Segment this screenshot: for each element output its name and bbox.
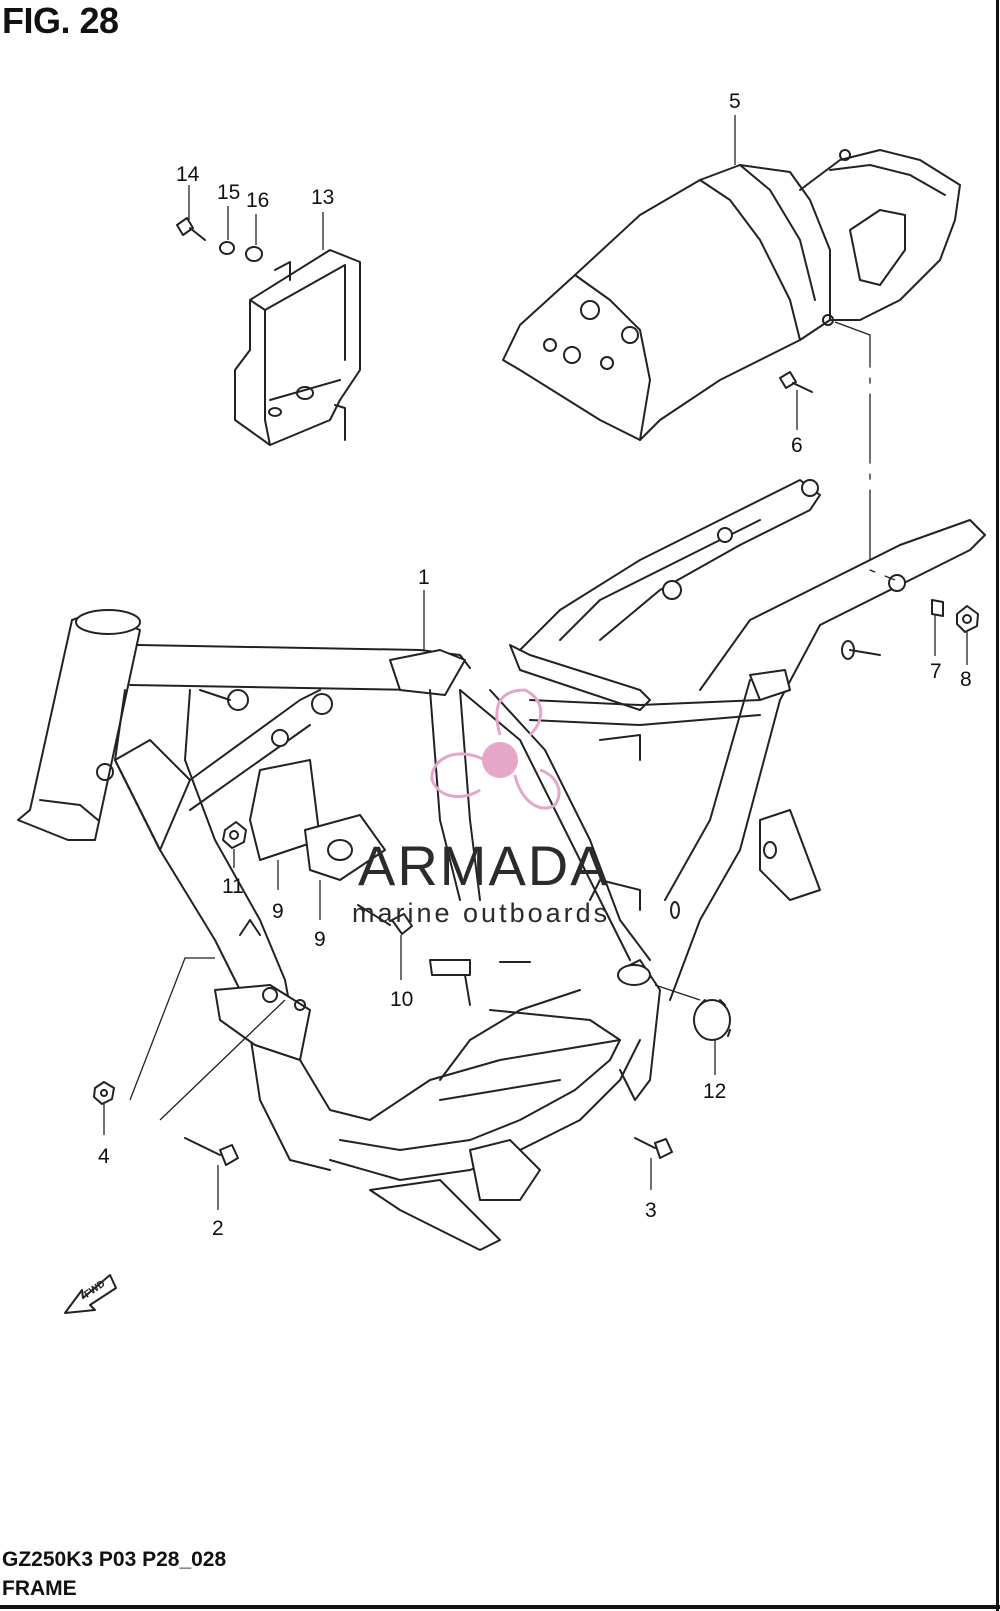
figure-title: FIG. 28 <box>2 0 119 41</box>
main-frame-part <box>17 479 986 1251</box>
callout-9-b: 9 <box>314 928 326 951</box>
bolt-10 <box>357 904 413 935</box>
nut-8 <box>956 605 979 633</box>
figure-code: GZ250K3 P03 P28_028 <box>2 1548 227 1571</box>
border-right <box>996 0 999 1611</box>
callout-7: 7 <box>930 660 942 683</box>
callout-12: 12 <box>703 1080 726 1103</box>
callout-9-a: 9 <box>272 900 284 923</box>
border-bottom <box>0 1605 1000 1609</box>
spacer-7 <box>931 599 944 617</box>
callout-3: 3 <box>645 1199 657 1222</box>
callout-8: 8 <box>960 668 972 691</box>
leader-lines <box>103 115 968 1210</box>
callout-10: 10 <box>390 988 413 1011</box>
figure-name: FRAME <box>2 1577 77 1600</box>
callout-16: 16 <box>246 189 269 212</box>
watermark: ARMADA marine outboards FWD <box>82 688 610 1300</box>
callout-1: 1 <box>418 566 430 589</box>
callout-5: 5 <box>729 90 741 113</box>
propeller-logo-icon <box>430 688 561 810</box>
fwd-arrow-icon <box>64 1274 117 1314</box>
nut-4 <box>93 1081 115 1105</box>
callout-13: 13 <box>311 186 334 209</box>
bolt-6 <box>779 371 813 393</box>
callout-14: 14 <box>176 163 200 186</box>
callout-4: 4 <box>98 1145 110 1168</box>
watermark-tagline: marine outboards <box>352 898 610 928</box>
callout-11: 11 <box>222 875 244 898</box>
rear-fender-part <box>502 149 961 441</box>
callout-2: 2 <box>212 1217 224 1240</box>
callout-15: 15 <box>217 181 240 204</box>
bolt-2 <box>184 1137 239 1166</box>
callout-6: 6 <box>791 434 803 457</box>
battery-bracket-part <box>234 249 361 446</box>
nut-11 <box>222 821 247 849</box>
hardware-14-15-16 <box>176 217 263 262</box>
watermark-brand: ARMADA <box>358 834 610 897</box>
grommet-12 <box>693 999 731 1041</box>
bolt-3 <box>634 1137 673 1159</box>
callout-labels: 1 2 3 4 5 6 7 8 9 9 10 11 12 13 14 15 16 <box>98 90 972 1240</box>
